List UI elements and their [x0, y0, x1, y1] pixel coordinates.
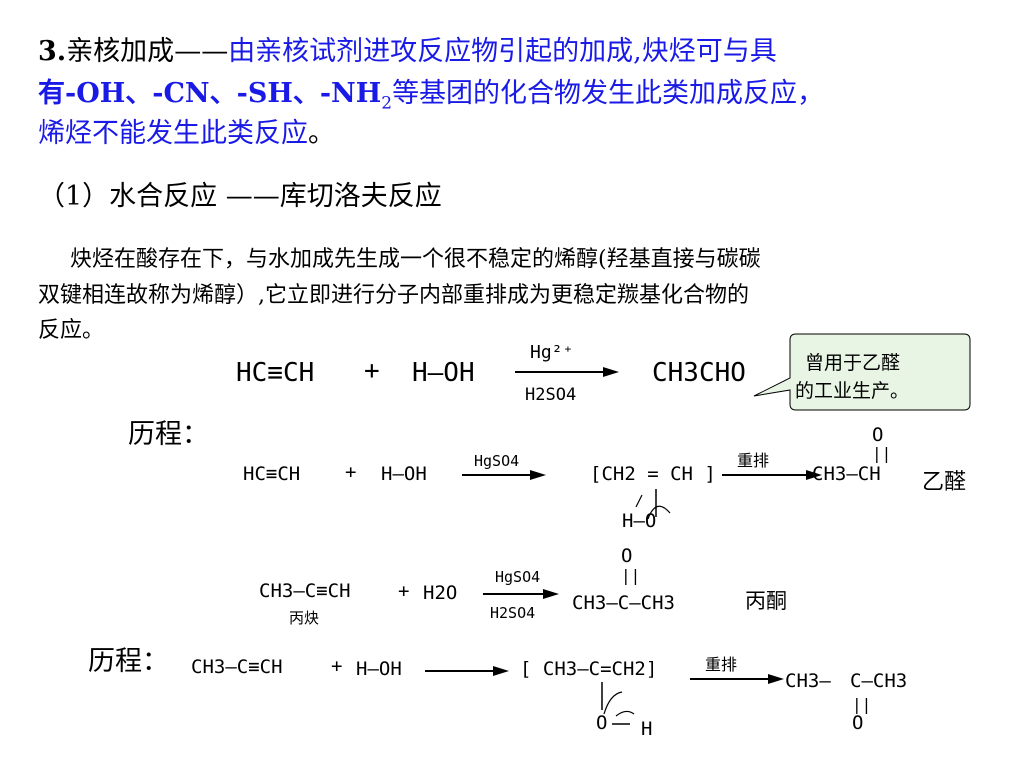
paragraph-line2: 双键相连故称为烯醇）,它立即进行分子内部重排成为更稳定羰基化合物的	[38, 283, 749, 308]
r4-hydrogen: H	[641, 718, 653, 740]
r4-product-left: CH3—	[785, 670, 831, 692]
callout-line1: 曾用于乙醛	[805, 352, 901, 374]
r2-arrowhead	[530, 470, 546, 480]
r3-reactant1-name: 丙炔	[289, 609, 320, 627]
heading-blue-text-2a: 有-OH、-CN、-SH、-NH	[38, 78, 382, 109]
callout-line2: 的工业生产。	[795, 380, 910, 402]
r1-arrowhead	[603, 367, 619, 377]
r2-reactant1: HC≡CH	[243, 463, 301, 485]
r3-arrow	[483, 593, 545, 595]
r4-plus: +	[331, 655, 343, 677]
r4-arrow	[425, 670, 495, 672]
r4-intermediate: [ CH3—C=CH2]	[520, 658, 658, 680]
r4-product-right: C—CH3	[850, 670, 908, 692]
heading-blue-text-3: 烯烃不能发生此类反应	[38, 118, 308, 149]
r3-plus: +	[398, 580, 410, 602]
r4-reactant1: CH3—C≡CH	[191, 656, 283, 678]
r4-electron-arrows	[601, 682, 635, 725]
r4-arrowhead	[493, 666, 509, 676]
r1-reactant1: HC≡CH	[236, 358, 315, 388]
r3-double-bond: ||	[621, 566, 641, 585]
paragraph-line1: 炔烃在酸存在下，与水加成先生成一个很不稳定的烯醇(羟基直接与碳碳	[70, 247, 761, 272]
heading-dash: ——	[174, 36, 229, 67]
r2-arrow2	[722, 474, 808, 476]
heading-blue-text-2b: 等基团的化合物发生此类加成反应，	[392, 78, 825, 109]
r2-rearrange-label: 重排	[737, 451, 770, 470]
r3-product-name: 丙酮	[745, 589, 787, 613]
r2-electron-arrows	[635, 489, 671, 520]
r4-rearrange-label: 重排	[705, 655, 738, 674]
r1-catalyst: Hg²⁺	[530, 342, 574, 363]
r2-product-name: 乙醛	[922, 470, 967, 495]
r1-product: CH3CHO	[652, 358, 746, 388]
heading-line2: 有-OH、-CN、-SH、-NH2等基团的化合物发生此类加成反应，	[38, 77, 824, 120]
r2-arrow	[462, 474, 532, 476]
section-title: （1）水合反应 ——库切洛夫反应	[38, 181, 442, 212]
r4-reactant2: H—OH	[356, 658, 402, 680]
paragraph-line3: 反应。	[38, 318, 105, 343]
r3-reactant2: H2O	[423, 582, 458, 604]
r4-double-bond: ||	[852, 695, 872, 714]
r2-catalyst: HgSO4	[474, 452, 520, 470]
heading-line3: 烯烃不能发生此类反应。	[38, 117, 335, 151]
heading-period: 。	[308, 118, 335, 149]
r3-catalyst: HgSO4	[495, 568, 541, 586]
heading-number: 3.	[38, 36, 67, 67]
callout-bubble	[753, 333, 971, 411]
r2-oxygen: O	[872, 424, 884, 446]
r2-hydroxyl: H—O	[622, 510, 657, 532]
r3-product: CH3—C—CH3	[572, 592, 675, 614]
r3-oxygen: O	[621, 545, 633, 567]
r4-oxygen: O	[596, 712, 608, 734]
r1-arrow	[515, 371, 605, 373]
r1-plus: +	[364, 356, 380, 386]
r2-plus: +	[345, 461, 357, 483]
r2-intermediate: [CH2 = CH ]	[590, 463, 716, 485]
r4-arrow2	[690, 678, 770, 680]
r1-reactant2: H—OH	[412, 358, 475, 388]
subscript-2: 2	[381, 93, 393, 114]
heading-title: 亲核加成	[66, 36, 175, 67]
r2-product: CH3—CH	[812, 463, 881, 485]
heading-blue-text-1: 由亲核试剂进攻反应物引起的加成,炔烃可与具	[228, 36, 777, 67]
process-label-2: 历程：	[88, 646, 169, 677]
r1-acid: H2SO4	[525, 385, 577, 405]
r4-oxygen-product: O	[852, 712, 864, 734]
process-label-1: 历程：	[128, 419, 209, 450]
heading-line1: 3.亲核加成——由亲核试剂进攻反应物引起的加成,炔烃可与具	[38, 35, 777, 69]
r2-double-bond: ||	[872, 444, 892, 463]
r2-arrowhead2	[806, 470, 822, 480]
r3-reactant1: CH3—C≡CH	[259, 580, 351, 602]
r3-acid: H2SO4	[490, 604, 536, 622]
r2-reactant2: H—OH	[381, 463, 427, 485]
r4-arrowhead2	[768, 674, 784, 684]
r3-arrowhead	[543, 589, 559, 599]
